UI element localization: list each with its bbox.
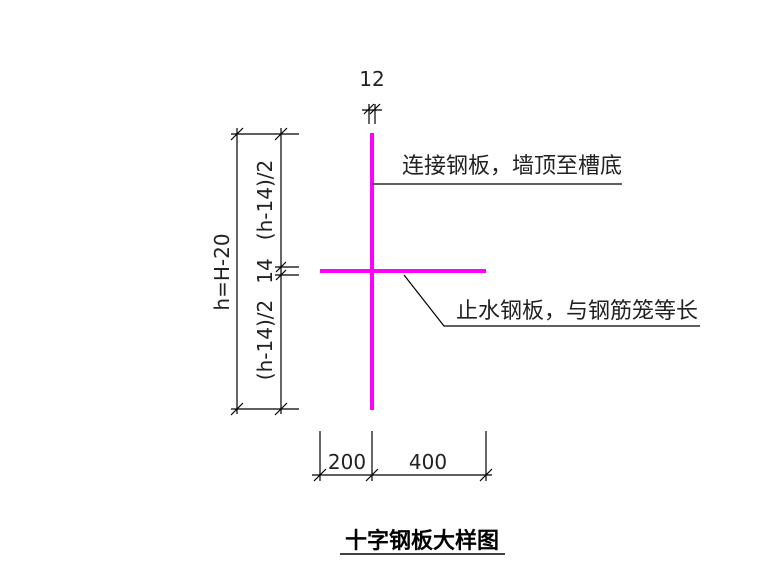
- leader-lines: [372, 183, 700, 327]
- overall-height-label: h=H-20: [210, 233, 234, 310]
- bottom-left-width-label: 200: [328, 450, 366, 474]
- drawing-caption: 十字钢板大样图: [345, 528, 499, 554]
- horizontal-plate-note: 止水钢板，与钢筋笼等长: [456, 299, 698, 324]
- bottom-right-width-label: 400: [409, 450, 447, 474]
- top-thickness-label: 12: [359, 67, 384, 91]
- vertical-plate-note: 连接钢板，墙顶至槽底: [402, 154, 622, 179]
- upper-segment-label: (h-14)/2: [253, 160, 277, 240]
- bottom-dimension-lines: [312, 431, 493, 482]
- top-thickness-dimension: [362, 103, 382, 124]
- middle-segment-label: 14: [253, 258, 277, 283]
- left-dimension-lines: [230, 127, 299, 416]
- lower-segment-label: (h-14)/2: [253, 300, 277, 380]
